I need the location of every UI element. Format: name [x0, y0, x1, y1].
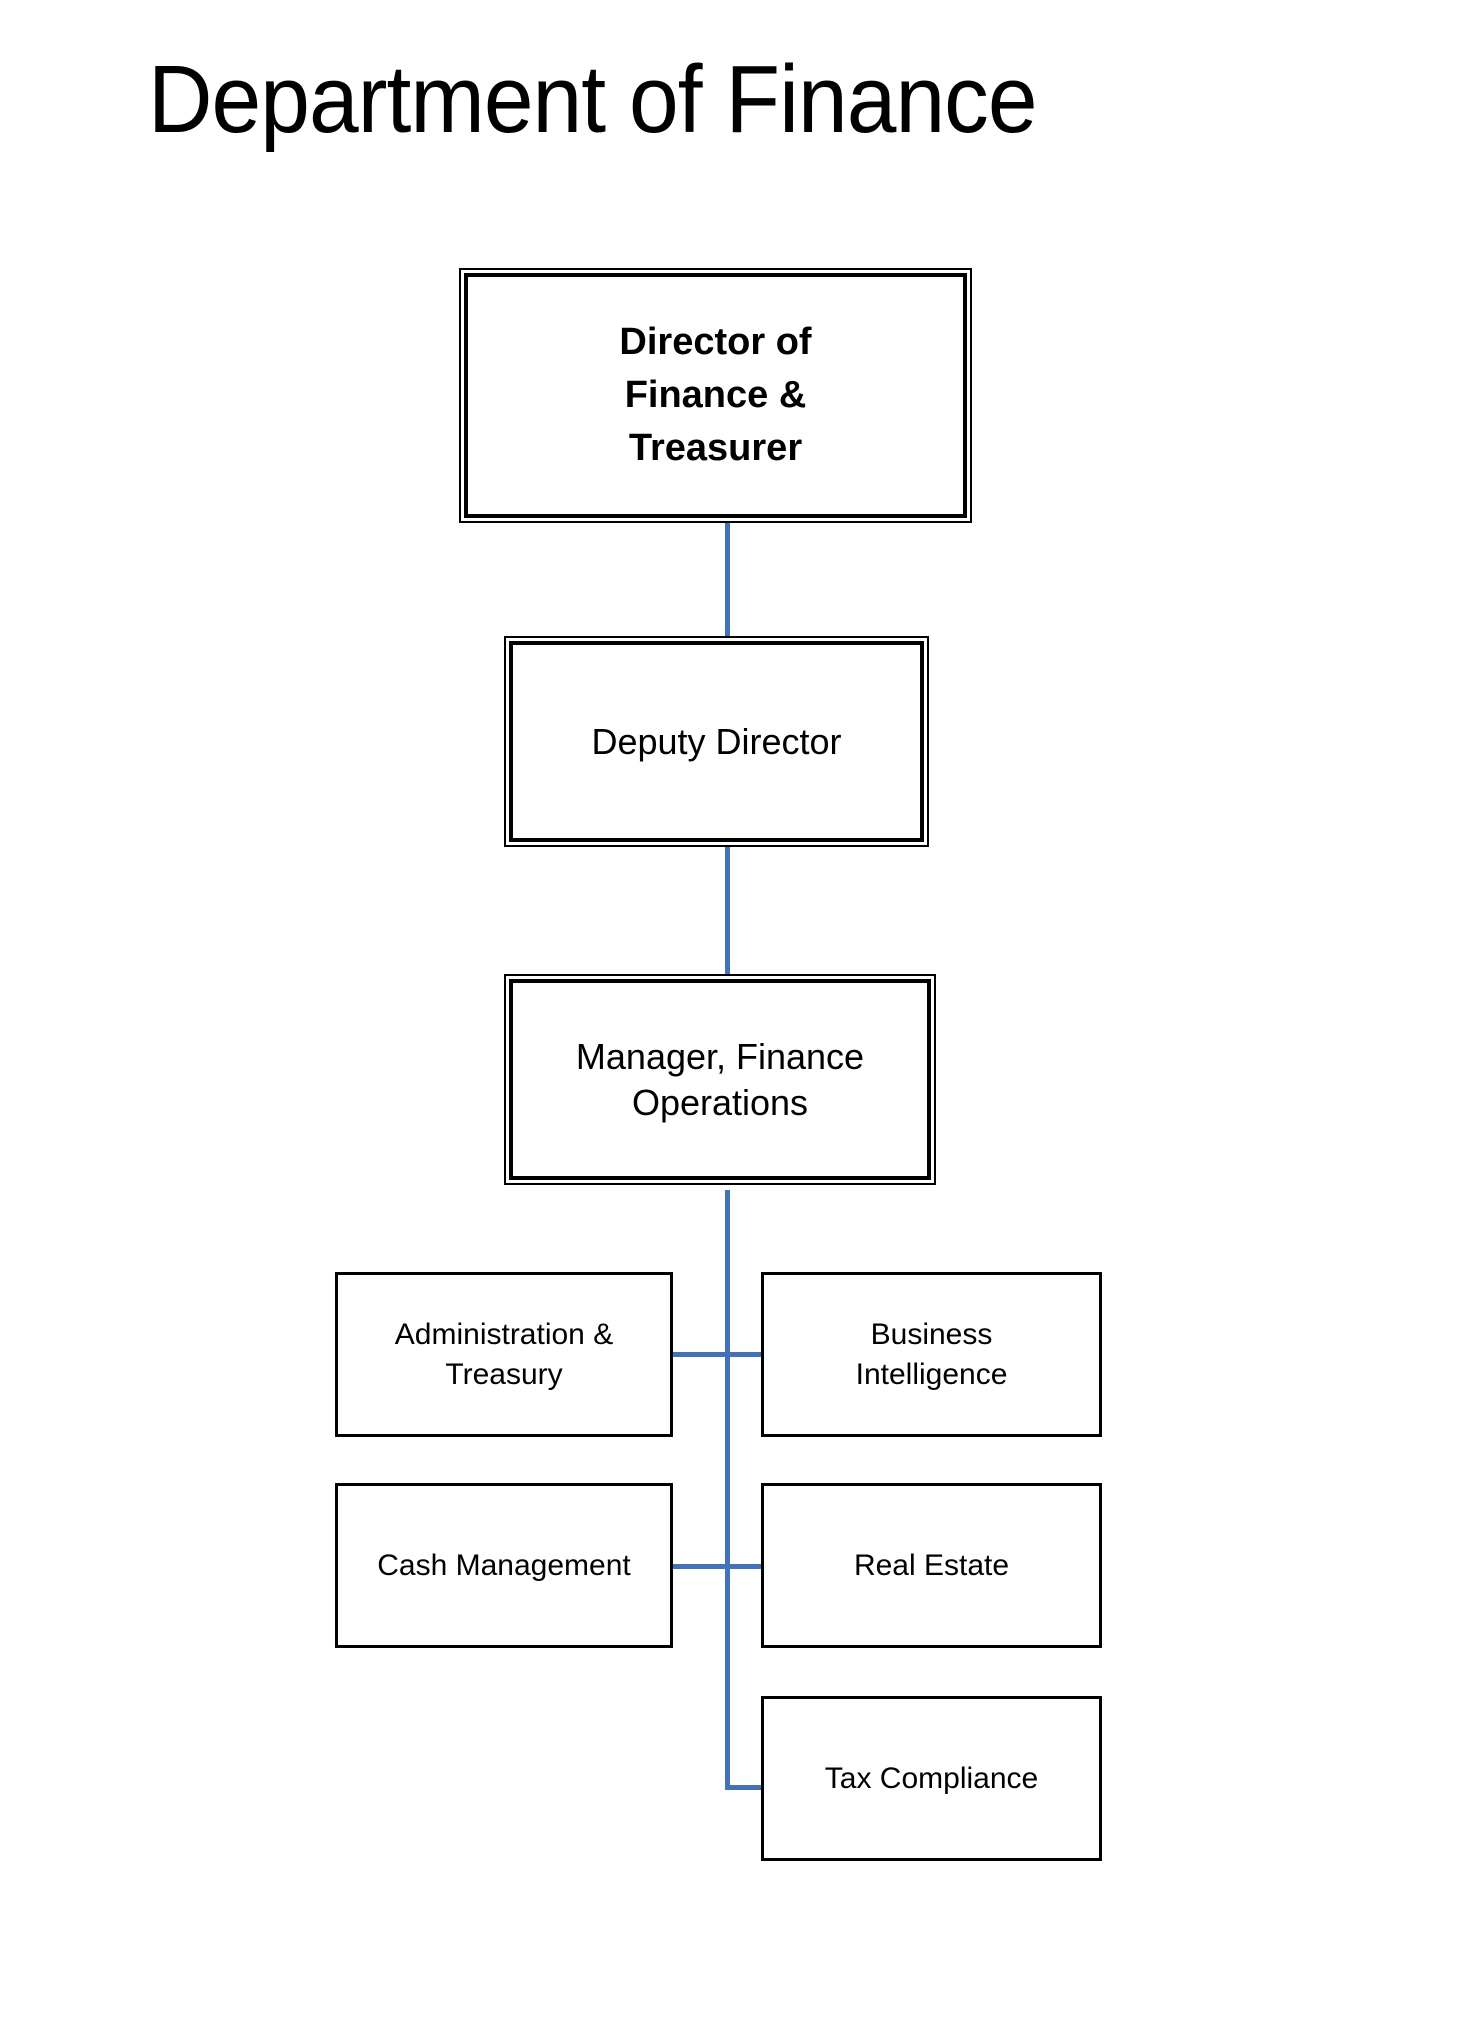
connector-deputy-to-manager — [725, 845, 730, 975]
node-director-of-finance-treasurer[interactable]: Director of Finance & Treasurer — [459, 268, 972, 523]
node-manager-finance-operations-inner: Manager, Finance Operations — [509, 979, 931, 1180]
node-deputy-director[interactable]: Deputy Director — [504, 636, 929, 847]
node-business-intelligence-label: Business Intelligence — [855, 1317, 1008, 1391]
node-cash-management-label: Cash Management — [377, 1548, 631, 1582]
connector-row2-crossbar — [673, 1564, 766, 1569]
node-cash-management[interactable]: Cash Management — [335, 1483, 673, 1648]
node-director-label: Director of Finance & Treasurer — [619, 321, 812, 469]
node-tax-compliance[interactable]: Tax Compliance — [761, 1696, 1102, 1861]
node-deputy-director-label: Deputy Director — [591, 720, 842, 762]
node-administration-treasury-label: Administration & Treasury — [394, 1317, 614, 1391]
connector-manager-spine — [725, 1190, 730, 1790]
node-business-intelligence[interactable]: Business Intelligence — [761, 1272, 1102, 1437]
node-real-estate[interactable]: Real Estate — [761, 1483, 1102, 1648]
node-deputy-director-inner: Deputy Director — [509, 641, 924, 842]
node-tax-compliance-label: Tax Compliance — [824, 1761, 1039, 1795]
connector-row1-crossbar — [673, 1352, 766, 1357]
node-manager-finance-operations-label: Manager, Finance Operations — [575, 1035, 865, 1123]
connector-row3-elbow — [725, 1785, 766, 1790]
page-title: Department of Finance — [148, 46, 1038, 153]
node-administration-treasury[interactable]: Administration & Treasury — [335, 1272, 673, 1437]
node-director-inner: Director of Finance & Treasurer — [464, 273, 967, 518]
node-manager-finance-operations[interactable]: Manager, Finance Operations — [504, 974, 936, 1185]
node-real-estate-label: Real Estate — [853, 1548, 1010, 1582]
connector-director-to-deputy — [725, 520, 730, 640]
